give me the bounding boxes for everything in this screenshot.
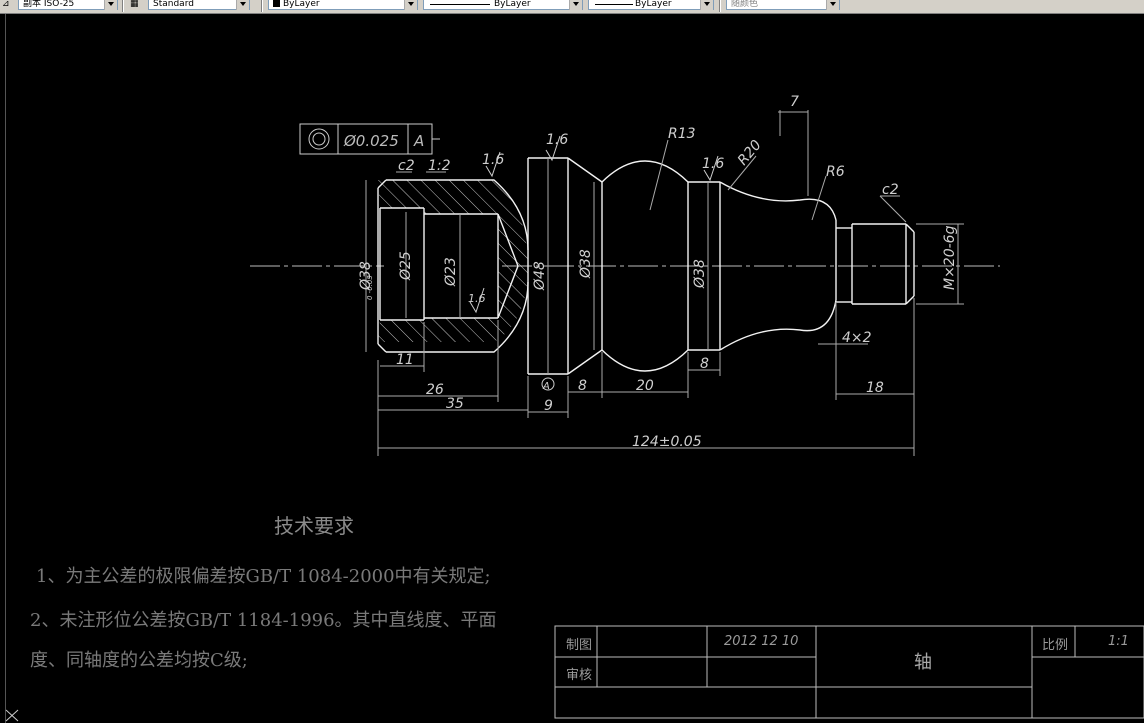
radius-r6: R6	[826, 164, 845, 180]
geo-tol-value: Ø0.025	[343, 132, 399, 150]
dim-total: 124±0.05	[632, 434, 702, 450]
lineweight-preview	[595, 4, 633, 5]
model-space-canvas[interactable]	[5, 14, 1144, 723]
title-block-check-label: 审核	[566, 668, 593, 683]
chevron-down-icon[interactable]	[700, 0, 713, 10]
notes-line-3: 度、同轴度的公差均按C级;	[30, 650, 248, 671]
tol-bore-outer: 0 -0.03	[366, 275, 374, 300]
roughness-3: 1.6	[702, 156, 724, 172]
lineweight-select[interactable]: ByLayer	[588, 0, 714, 10]
thread-spec: M×20-6g	[942, 225, 958, 290]
properties-toolbar: ⊿ 副本 ISO-25 ▦ Standard ByLayer ByLayer B…	[0, 0, 1144, 14]
dim-7: 7	[790, 94, 799, 110]
dia-shoulder: Ø38	[692, 259, 708, 289]
dim-8b: 8	[700, 356, 709, 372]
color-swatch-icon	[273, 0, 280, 7]
dim-11: 11	[396, 352, 414, 368]
tablestyle-select[interactable]: Standard	[148, 0, 250, 10]
roughness-4: 1.6	[468, 292, 486, 305]
roughness-symbols	[469, 135, 719, 314]
tablestyle-icon[interactable]: ▦	[130, 0, 139, 9]
dim-26: 26	[426, 382, 444, 398]
notes-line-1: 1、为主公差的极限偏差按GB/T 1084-2000中有关规定;	[36, 566, 491, 587]
chevron-down-icon[interactable]	[826, 0, 839, 10]
section-hatch	[378, 180, 528, 342]
dimstyle-icon[interactable]: ⊿	[2, 0, 10, 9]
plotstyle-select[interactable]: 随颜色	[726, 0, 840, 10]
linetype-select[interactable]: ByLayer	[423, 0, 583, 10]
geo-tolerance-frame	[299, 123, 440, 155]
toolbar-separator	[261, 0, 263, 12]
dimstyle-select[interactable]: 副本 ISO-25	[18, 0, 118, 10]
dim-8a: 8	[578, 378, 587, 394]
roughness-2: 1.6	[482, 152, 504, 168]
chamfer-right: c2	[882, 182, 899, 198]
chevron-down-icon[interactable]	[404, 0, 417, 10]
dim-18: 18	[866, 380, 884, 396]
dia-ball: Ø38	[578, 249, 594, 279]
dim-4x2: 4×2	[842, 330, 872, 346]
toolbar-separator	[122, 0, 124, 12]
chevron-down-icon[interactable]	[569, 0, 582, 10]
title-block-drawn-label: 制图	[566, 638, 593, 653]
datum-marker	[541, 377, 555, 391]
ucs-icon	[5, 709, 19, 722]
geo-tol-datum: A	[413, 132, 424, 150]
chamfer-left: c2	[398, 158, 415, 174]
chevron-down-icon[interactable]	[104, 0, 117, 10]
linetype-preview	[430, 4, 490, 5]
datum-label: A	[542, 381, 550, 392]
dia-bore-inner: Ø25	[398, 251, 414, 281]
notes-title: 技术要求	[274, 514, 354, 538]
radius-r20: R20	[735, 137, 765, 168]
radius-r13: R13	[668, 126, 696, 142]
chevron-down-icon[interactable]	[236, 0, 249, 10]
taper-label: 1:2	[428, 158, 451, 174]
dim-9: 9	[544, 398, 553, 414]
dimension-text: 1.6 1.6 1.6 1.6 c2 1:2 R13 R20 R6 c2 7 1…	[358, 94, 958, 450]
roughness-1: 1.6	[546, 132, 568, 148]
dim-35: 35	[446, 396, 464, 412]
dia-collar: Ø48	[532, 261, 548, 291]
dia-bore-small: Ø23	[443, 257, 459, 287]
notes-line-2: 2、未注形位公差按GB/T 1184-1996。其中直线度、平面	[30, 610, 497, 631]
dia-bore-outer: Ø38	[358, 261, 374, 291]
title-block-scale-label: 比例	[1042, 638, 1069, 653]
title-block-scale-value: 1:1	[1108, 634, 1129, 649]
dim-20: 20	[636, 378, 654, 394]
title-block-date: 2012 12 10	[724, 634, 799, 649]
dimension-lines	[365, 110, 964, 456]
title-block-part-name: 轴	[914, 652, 932, 673]
color-select[interactable]: ByLayer	[268, 0, 418, 10]
toolbar-separator	[719, 0, 721, 12]
